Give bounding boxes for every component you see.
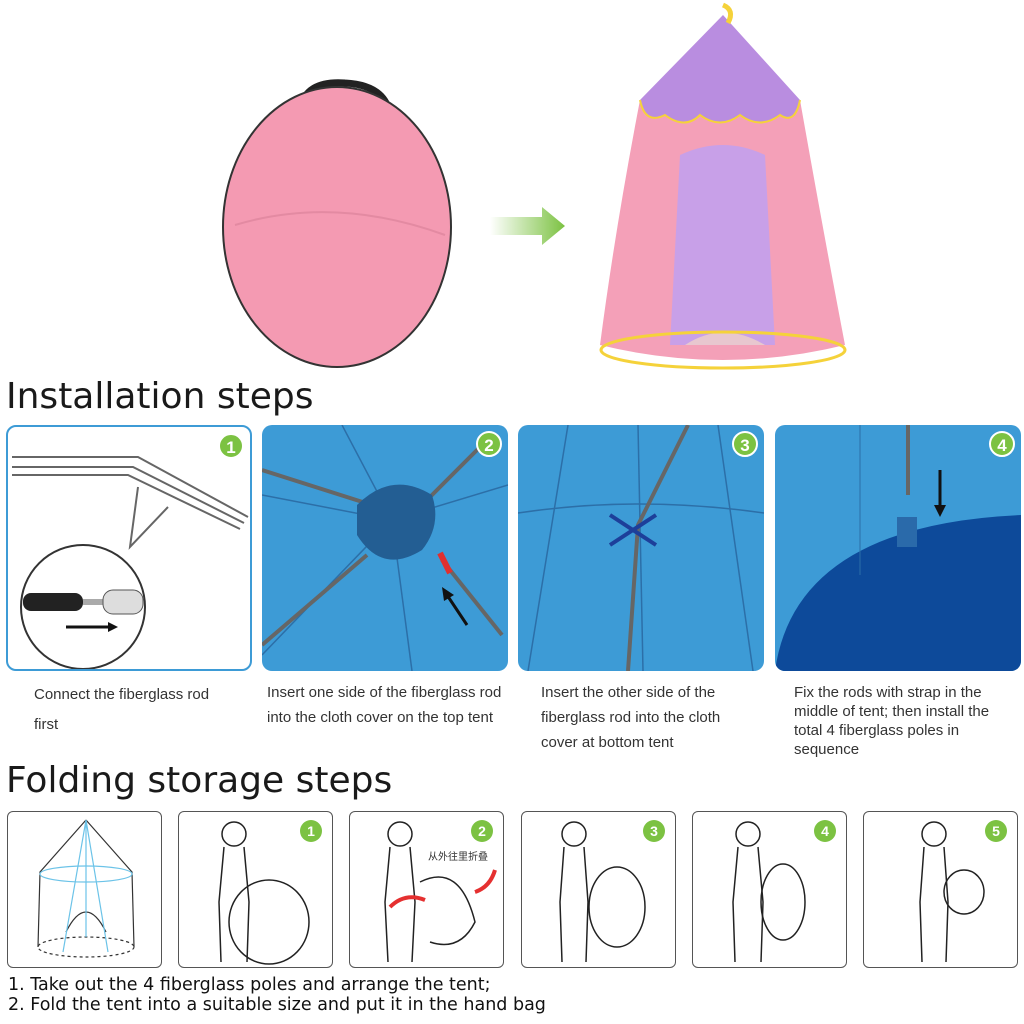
tent-outline-panel [7,811,162,968]
arrow-right-icon [490,207,565,245]
tent-outline-illustration [37,819,135,958]
folding-note-2: 2. Fold the tent into a suitable size an… [8,995,546,1015]
install-step-1-caption: Connect the fiberglass rod first [34,686,210,733]
fold-step-2-panel: 2 从外往里折叠 [349,811,504,968]
assembled-tent-image [599,2,847,370]
top-cover-illustration [262,425,508,671]
step-number-badge: 4 [989,431,1015,457]
install-step-1-panel: 1 [6,425,252,671]
strap-fix-illustration [775,425,1021,671]
bottom-cover-illustration [518,425,764,671]
install-step-2-panel: 2 [262,425,508,671]
step-number-badge: 5 [985,820,1007,842]
person-folding-illustration [384,821,497,963]
step-number-badge: 3 [643,820,665,842]
fold-step-5-panel: 5 [863,811,1018,968]
installation-title: Installation steps [6,376,314,417]
install-step-4-panel: 4 [775,425,1021,671]
folding-title: Folding storage steps [6,760,393,801]
step-number-badge: 3 [732,431,758,457]
install-step-3-caption: Insert the other side of the fiberglass … [541,684,721,751]
folding-note-1: 1. Take out the 4 fiberglass poles and a… [8,975,491,995]
step-number-badge: 1 [300,820,322,842]
person-folding-illustration [218,821,310,965]
install-step-2-caption: Insert one side of the fiberglass rod in… [267,684,502,726]
step-number-badge: 2 [476,431,502,457]
step-number-badge: 2 [471,820,493,842]
install-step-4-caption: Fix the rods with strap in the middle of… [794,684,990,758]
fold-step-1-panel: 1 [178,811,333,968]
fold-direction-annotation: 从外往里折叠 [428,852,488,863]
step-number-badge: 4 [814,820,836,842]
folded-tent-bag-image [222,79,452,368]
person-folding-illustration [919,821,985,963]
step-number-badge: 1 [218,433,244,459]
person-folding-illustration [559,821,646,963]
fold-step-4-panel: 4 [692,811,847,968]
fold-step-3-panel: 3 [521,811,676,968]
rod-connection-illustration [12,456,249,669]
person-folding-illustration [732,821,806,963]
install-step-3-panel: 3 [518,425,764,671]
